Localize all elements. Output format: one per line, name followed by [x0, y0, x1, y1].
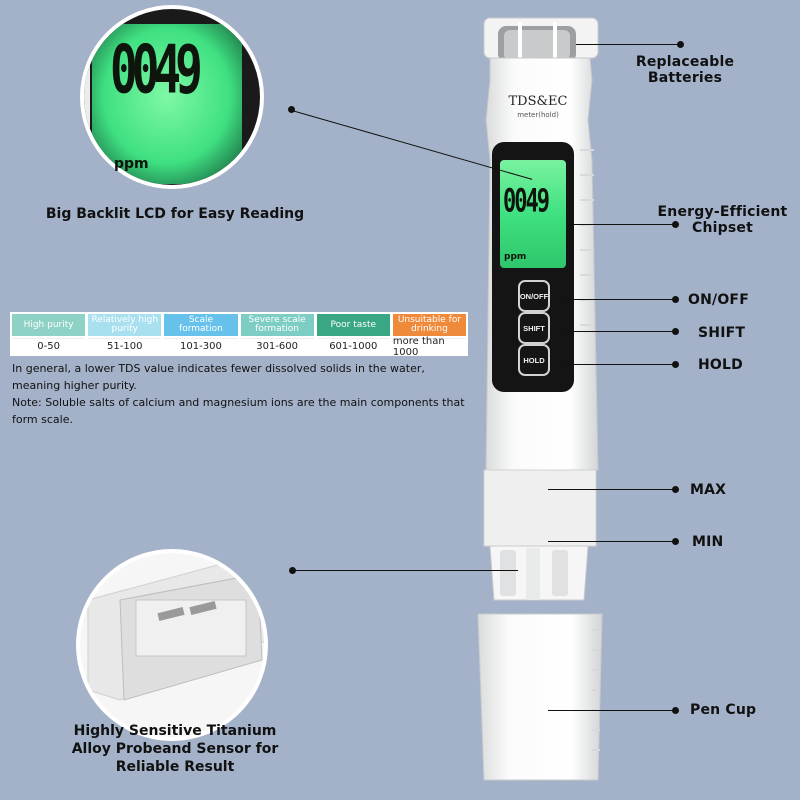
purity-range: 51-100 [88, 338, 162, 354]
probe-zoom-circle [76, 549, 268, 741]
callout-line [560, 331, 674, 332]
probe-feature-label: Highly Sensitive Titanium Alloy Probeand… [71, 723, 279, 775]
purity-category: Unsuitable for drinking [392, 314, 467, 336]
zoom-lcd-unit: ppm [114, 156, 149, 172]
min-label: MIN [692, 534, 724, 550]
lcd-zoom-circle [80, 5, 264, 189]
callout-line [548, 710, 674, 711]
callout-line [548, 489, 674, 490]
pen-cup [477, 613, 603, 781]
chipset-label: Energy-Efficient Chipset [657, 204, 788, 236]
pen-cup-label: Pen Cup [690, 702, 757, 718]
purity-notes: In general, a lower TDS value indicates … [12, 360, 472, 428]
on-off-button[interactable]: ON/OFF [518, 280, 550, 312]
lcd-feature-label: Big Backlit LCD for Easy Reading [45, 206, 305, 222]
purity-category: Severe scale formation [240, 314, 314, 336]
purity-range: 0-50 [12, 338, 86, 354]
callout-dot [672, 221, 679, 228]
meter-brand: TDS&EC [508, 94, 568, 109]
callout-line [568, 224, 674, 225]
max-label: MAX [690, 482, 727, 498]
meter-subtitle: meter(hold) [517, 111, 559, 119]
callout-dot [672, 486, 679, 493]
callout-line [560, 299, 674, 300]
callout-dot [288, 106, 295, 113]
lcd-reading: 0049 [503, 184, 550, 221]
replaceable-batteries-label: Replaceable Batteries [635, 54, 735, 86]
callout-dot [672, 538, 679, 545]
callout-line [560, 364, 674, 365]
callout-dot [672, 328, 679, 335]
purity-range: 601-1000 [316, 338, 390, 354]
purity-range: 301-600 [240, 338, 314, 354]
purity-note-general: In general, a lower TDS value indicates … [12, 362, 425, 392]
purity-category: Poor taste [316, 314, 390, 336]
purity-range: more than 1000 [392, 336, 467, 358]
callout-dot [677, 41, 684, 48]
purity-category: Scale formation [164, 314, 238, 336]
shift-label: SHIFT [698, 325, 746, 341]
hold-label: HOLD [698, 357, 743, 373]
purity-note-scale: Note: Soluble salts of calcium and magne… [12, 396, 465, 426]
callout-dot [672, 707, 679, 714]
shift-button[interactable]: SHIFT [518, 312, 550, 344]
probe-section [483, 469, 597, 601]
callout-dot [672, 296, 679, 303]
hold-button[interactable]: HOLD [518, 344, 550, 376]
purity-category: High purity [12, 314, 86, 336]
lcd-unit: ppm [504, 252, 527, 262]
callout-line [292, 570, 518, 571]
battery-cap [483, 17, 599, 62]
purity-category: Relatively high purity [88, 314, 162, 336]
callout-dot [672, 361, 679, 368]
zoom-lcd-reading: 0049 [110, 30, 203, 109]
meter-body [485, 57, 599, 471]
callout-line [548, 541, 674, 542]
purity-range: 101-300 [164, 338, 238, 354]
callout-line [576, 44, 680, 45]
on-off-label: ON/OFF [688, 292, 749, 308]
